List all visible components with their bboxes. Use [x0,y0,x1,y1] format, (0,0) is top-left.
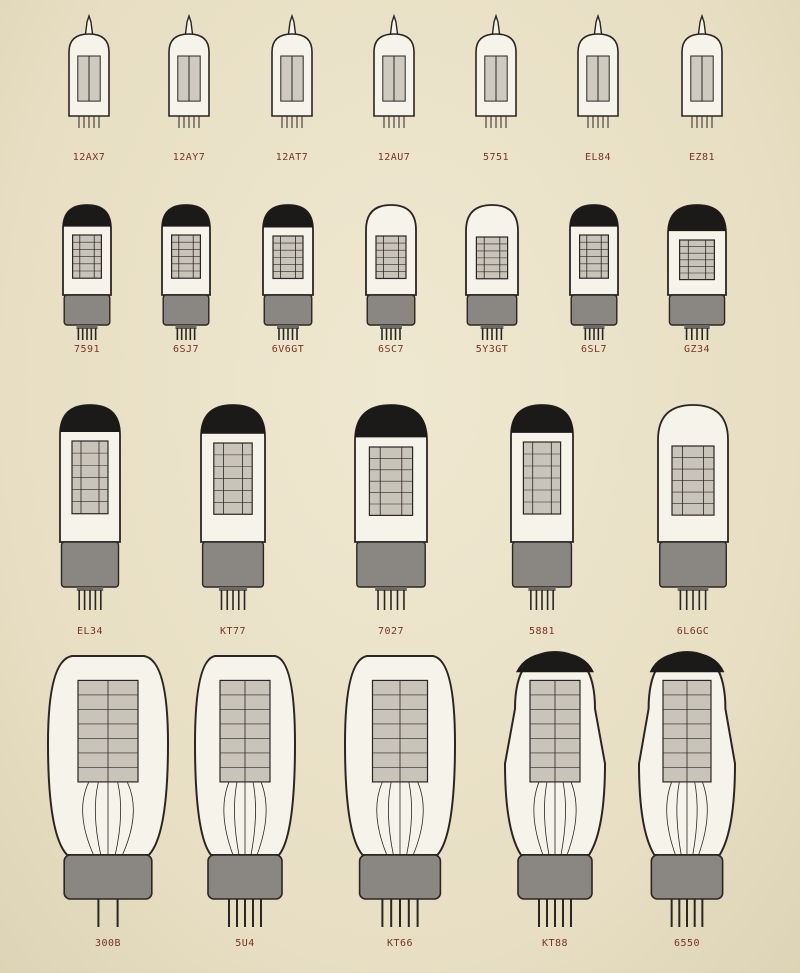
tube-ez81 [681,13,723,128]
tube-5y3gt [465,204,519,340]
tube-label-kt77: KT77 [219,626,247,637]
tube-label-5y3gt: 5Y3GT [475,344,509,355]
tube-label-ez81: EZ81 [688,152,716,163]
tube-5881 [510,404,574,610]
tube-6sc7 [365,204,417,340]
tube-300b [46,655,170,927]
tube-6sj7 [161,204,211,340]
tube-label-7591: 7591 [73,344,101,355]
tube-6v6gt [262,204,314,340]
tube-label-12au7: 12AU7 [377,152,411,163]
tube-label-6l6gc: 6L6GC [676,626,710,637]
tube-7591 [62,204,112,340]
tube-label-5751: 5751 [482,152,510,163]
tube-label-kt66: KT66 [386,938,414,949]
tube-kt66 [343,655,457,927]
tube-label-gz34: GZ34 [683,344,711,355]
tube-5751 [475,13,517,128]
tube-label-6v6gt: 6V6GT [271,344,305,355]
tube-gz34 [667,204,727,340]
tube-6sl7 [569,204,619,340]
tube-el34 [59,404,121,610]
tube-12at7 [271,13,313,128]
tube-kt77 [200,404,266,610]
tube-label-12at7: 12AT7 [275,152,309,163]
tube-5u4 [193,655,297,927]
tube-label-5881: 5881 [528,626,556,637]
tube-label-6sl7: 6SL7 [580,344,608,355]
tube-12au7 [373,13,415,128]
tube-el84 [577,13,619,128]
tube-label-12ax7: 12AX7 [72,152,106,163]
tube-label-6sc7: 6SC7 [377,344,405,355]
tube-7027 [354,404,428,610]
tube-label-5u4: 5U4 [235,938,255,949]
tube-6550 [637,650,737,927]
tube-6l6gc [657,404,729,610]
tube-label-kt88: KT88 [541,938,569,949]
tube-label-300b: 300B [94,938,122,949]
tube-label-el34: EL34 [76,626,104,637]
tube-12ax7 [68,13,110,128]
tube-12ay7 [168,13,210,128]
tube-label-7027: 7027 [377,626,405,637]
tube-label-el84: EL84 [584,152,612,163]
tube-label-6sj7: 6SJ7 [172,344,200,355]
tube-kt88 [503,650,607,927]
tube-label-12ay7: 12AY7 [172,152,206,163]
tube-label-6550: 6550 [673,938,701,949]
